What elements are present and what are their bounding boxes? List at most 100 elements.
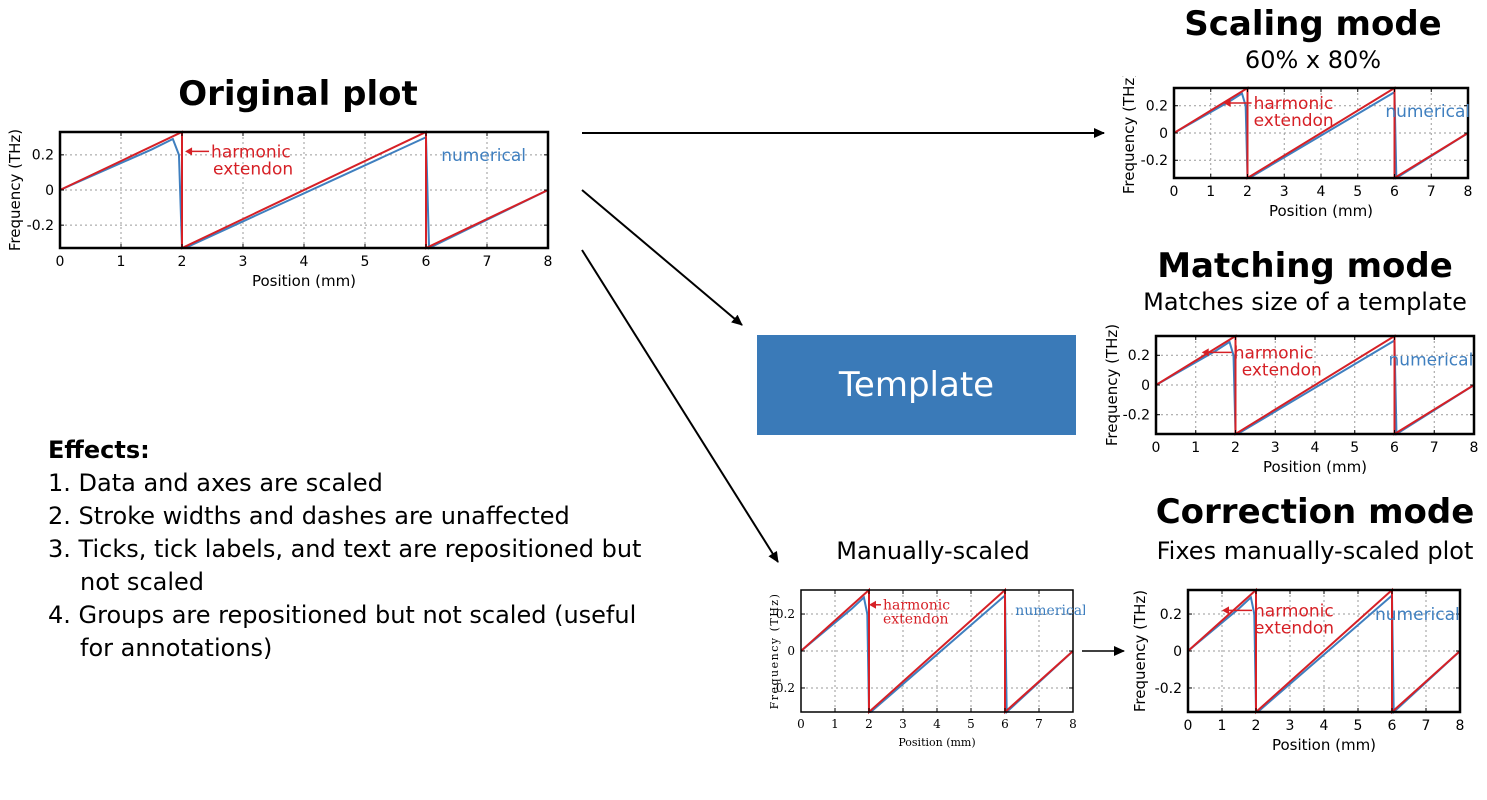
x-tick-label: 5 — [361, 254, 370, 270]
original-plot-title: Original plot — [178, 74, 418, 114]
harmonic-label: harmonic — [1234, 343, 1314, 363]
x-tick-label: 6 — [1390, 184, 1399, 200]
numerical-label: numerical — [1375, 605, 1460, 625]
y-axis-label: Frequency (THz) — [6, 129, 24, 251]
x-axis-label: Position (mm) — [1272, 736, 1376, 754]
y-tick-label: -0.2 — [27, 218, 54, 234]
arrow-to-template — [581, 189, 743, 326]
x-tick-label: 2 — [178, 254, 187, 270]
series-line-harmonic-extendon — [800, 587, 1074, 715]
x-tick-label: 6 — [1001, 717, 1009, 731]
y-tick-label: 0.2 — [1146, 99, 1168, 115]
series-line-harmonic-extendon — [59, 130, 549, 250]
x-tick-label: 6 — [1388, 718, 1397, 734]
x-tick-label: 1 — [1191, 440, 1200, 456]
x-tick-label: 3 — [1280, 184, 1289, 200]
x-tick-label: 5 — [967, 717, 975, 731]
extendon-label: extendon — [1254, 618, 1334, 638]
y-tick-label: -0.2 — [1141, 153, 1168, 169]
x-tick-label: 0 — [1152, 440, 1161, 456]
effect-item-3: 3. Ticks, tick labels, and text are repo… — [48, 535, 642, 596]
x-axis-label: Position (mm) — [1269, 202, 1373, 220]
effect-item-4: 4. Groups are repositioned but not scale… — [48, 601, 637, 662]
template-box: Template — [757, 335, 1076, 435]
effects-heading: Effects: — [48, 436, 150, 464]
x-tick-label: 1 — [831, 717, 839, 731]
x-tick-label: 3 — [1271, 440, 1280, 456]
x-tick-label: 6 — [422, 254, 431, 270]
y-tick-label: 0 — [787, 644, 795, 658]
effect-item-1: 1. Data and axes are scaled — [48, 469, 383, 497]
x-axis-label: Position (mm) — [252, 272, 356, 290]
x-tick-label: 3 — [239, 254, 248, 270]
effect-item-2: 2. Stroke widths and dashes are unaffect… — [48, 502, 570, 530]
x-tick-label: 0 — [1170, 184, 1179, 200]
harmonic-arrow-head — [185, 147, 193, 156]
series-line-harmonic-extendon — [1187, 587, 1461, 715]
y-tick-label: 0.2 — [1160, 607, 1182, 623]
harmonic-label: harmonic — [1254, 94, 1334, 114]
y-tick-label: 0 — [1159, 126, 1168, 142]
scaling-mode-subtitle: 60% x 80% — [1244, 46, 1382, 74]
extendon-label: extendon — [1242, 360, 1322, 380]
numerical-label: numerical — [1389, 351, 1474, 371]
x-axis-label: Position (mm) — [1263, 458, 1367, 476]
x-tick-label: 4 — [1317, 184, 1326, 200]
y-tick-label: 0.2 — [1128, 348, 1150, 364]
numerical-label: numerical — [1015, 603, 1085, 619]
extendon-label: extendon — [1254, 111, 1334, 131]
arrow-to-manual — [581, 249, 779, 563]
harmonic-label: harmonic — [1254, 601, 1334, 621]
harmonic-arrow-head — [1201, 348, 1209, 357]
x-tick-label: 4 — [300, 254, 309, 270]
x-tick-label: 8 — [1464, 184, 1473, 200]
y-axis-label: Frequency (THz) — [1103, 324, 1121, 446]
y-tick-label: 0 — [1141, 378, 1150, 394]
x-tick-label: 4 — [1320, 718, 1329, 734]
harmonic-arrow-head — [1223, 99, 1231, 107]
x-tick-label: 5 — [1354, 718, 1363, 734]
x-tick-label: 8 — [544, 254, 553, 270]
y-axis-label: Frequency (THz) — [1131, 590, 1149, 712]
extendon-label: extendon — [213, 159, 293, 179]
x-tick-label: 5 — [1350, 440, 1359, 456]
harmonic-arrow-head — [869, 600, 876, 609]
x-tick-label: 7 — [1035, 717, 1043, 731]
x-tick-label: 4 — [1311, 440, 1320, 456]
template-label: Template — [838, 365, 995, 405]
y-tick-label: -0.2 — [1123, 408, 1150, 424]
y-tick-label: 0 — [45, 183, 54, 199]
correction-mode-title: Correction mode — [1155, 492, 1475, 532]
x-tick-label: 0 — [1184, 718, 1193, 734]
harmonic-label: harmonic — [883, 598, 950, 614]
x-tick-label: 1 — [117, 254, 126, 270]
x-tick-label: 2 — [1252, 718, 1261, 734]
x-tick-label: 4 — [933, 717, 941, 731]
matching-mode-subtitle: Matches size of a template — [1143, 288, 1467, 316]
y-tick-label: -0.2 — [772, 681, 795, 695]
y-tick-label: 0.2 — [32, 148, 54, 164]
x-tick-label: 2 — [865, 717, 873, 731]
y-tick-label: 0 — [1173, 644, 1182, 660]
x-tick-label: 7 — [1427, 184, 1436, 200]
correction-mode-subtitle: Fixes manually-scaled plot — [1156, 537, 1474, 565]
scaling-mode-title: Scaling mode — [1184, 4, 1442, 44]
harmonic-label: harmonic — [211, 142, 291, 162]
numerical-label: numerical — [1385, 102, 1470, 122]
y-axis-label: Frequency (THz) — [768, 593, 781, 710]
x-tick-label: 8 — [1456, 718, 1465, 734]
x-tick-label: 0 — [797, 717, 805, 731]
numerical-label: numerical — [441, 146, 526, 166]
x-tick-label: 5 — [1353, 184, 1362, 200]
